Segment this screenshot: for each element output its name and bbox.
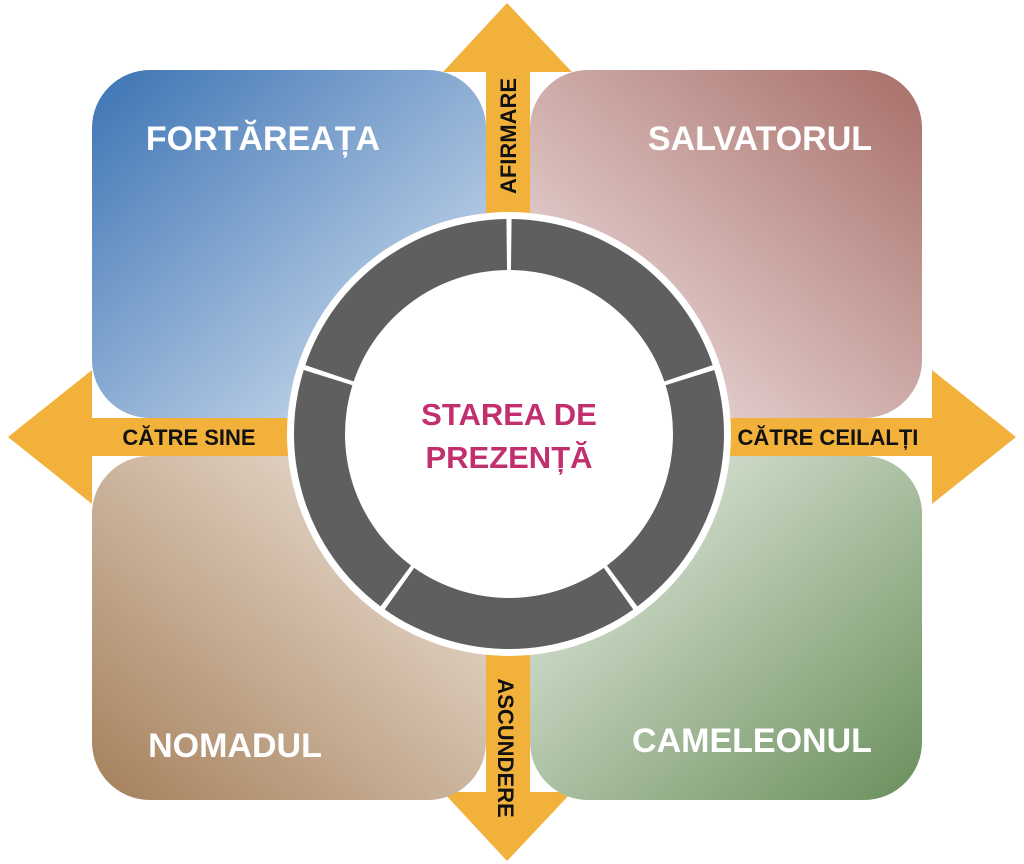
ring-segment [606,370,724,607]
presence-ring [294,219,724,650]
ring-segment [510,219,713,382]
label-afirmare: AFIRMARE [496,78,521,194]
ring-segment [384,567,634,650]
center-title-line1: STAREA DE [421,397,597,432]
label-ascundere: ASCUNDERE [493,678,518,817]
ring-border [287,212,731,656]
ring-segment [305,219,508,382]
label-catre-ceilalti: CĂTRE CEILALȚI [738,425,919,450]
label-salvatorul: SALVATORUL [648,120,872,158]
arrow-left [8,370,507,504]
label-nomadul: NOMADUL [148,727,322,765]
arrow-right [507,370,1016,504]
ring-segment [294,370,412,607]
label-cameleonul: CAMELEONUL [632,722,872,760]
center-title-line2: PREZENȚĂ [425,440,592,475]
label-catre-sine: CĂTRE SINE [122,425,255,450]
label-fortareata: FORTĂREAȚA [146,120,380,158]
